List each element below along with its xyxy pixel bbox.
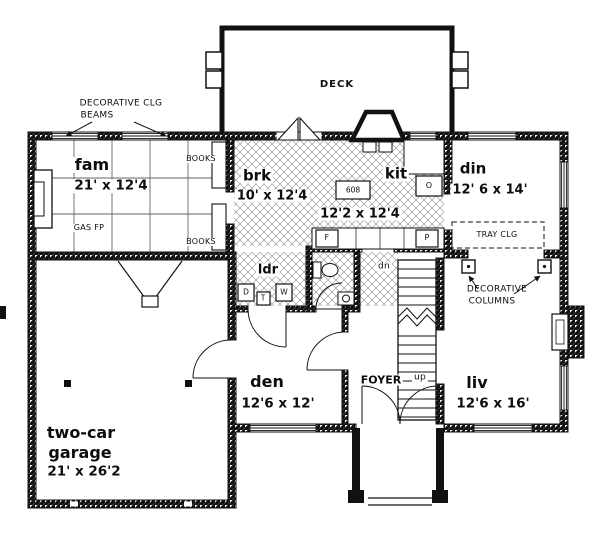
din-room-dims: 12' 6 x 14' [450,182,530,198]
kitchen-fixtures [311,139,445,250]
garage-posts [0,306,192,387]
garage-dims: 21' x 26'2 [47,463,121,480]
windows [51,132,568,507]
books-upper-label: BOOKS [184,154,218,163]
ceiling-beam-grid [36,140,226,252]
garage-label-line2: garage [48,443,112,462]
bay-window [348,109,408,153]
kit-room-dims: 12'2 x 12'4 [318,206,402,222]
gas-fireplace [33,169,53,229]
deck-structure [205,25,469,137]
garage-label-line1: two-car [46,423,116,442]
fridge-label: F [324,233,330,242]
brk-room-label: brk [240,166,274,185]
foyer-label: FOYER [358,373,404,387]
tub-label: T [260,293,266,303]
den-room-dims: 12'6 x 12' [241,395,315,412]
washer-label: W [280,287,288,297]
stairs [397,259,437,421]
tray-clg-label: TRAY CLG [476,230,518,239]
stair-up-label: up [411,372,429,383]
decorative-clg-label-line1: DECORATIVE CLG [79,98,163,109]
ldr-room-label: ldr [255,262,281,278]
french-door [276,116,322,141]
kit-room-label: kit [382,164,410,183]
deck-label: DECK [319,79,355,90]
living-fireplace [551,305,585,359]
pantry-label: P [424,233,430,242]
range-label: 608 [345,185,361,195]
den-room-label: den [250,372,284,391]
doors [192,282,439,425]
tray-ceiling-outline [451,221,545,249]
oven-label: O [425,181,433,190]
fam-room-label: fam [72,155,112,174]
stair-dn-label: dn [375,261,393,272]
decorative-columns-symbols [461,259,552,274]
din-room-label: din [457,159,489,178]
liv-room-label: liv [466,373,488,392]
gas-fp-label: GAS FP [71,223,107,232]
decorative-clg-label-line2: BEAMS [80,110,114,121]
laundry-appliances [237,283,293,306]
bath-fixtures [312,261,355,306]
dryer-label: D [243,287,249,297]
liv-room-dims: 12'6 x 16' [456,395,530,412]
chimney-chase [117,260,183,308]
brk-room-dims: 10' x 12'4 [234,188,310,204]
porch-columns [348,428,448,506]
books-lower-label: BOOKS [184,237,218,246]
decorative-columns-label-line1: DECORATIVE [466,284,528,295]
decorative-columns-label-line2: COLUMNS [468,296,516,307]
annotation-arrows [65,121,541,295]
fam-room-dims: 21' x 12'4 [72,177,150,194]
